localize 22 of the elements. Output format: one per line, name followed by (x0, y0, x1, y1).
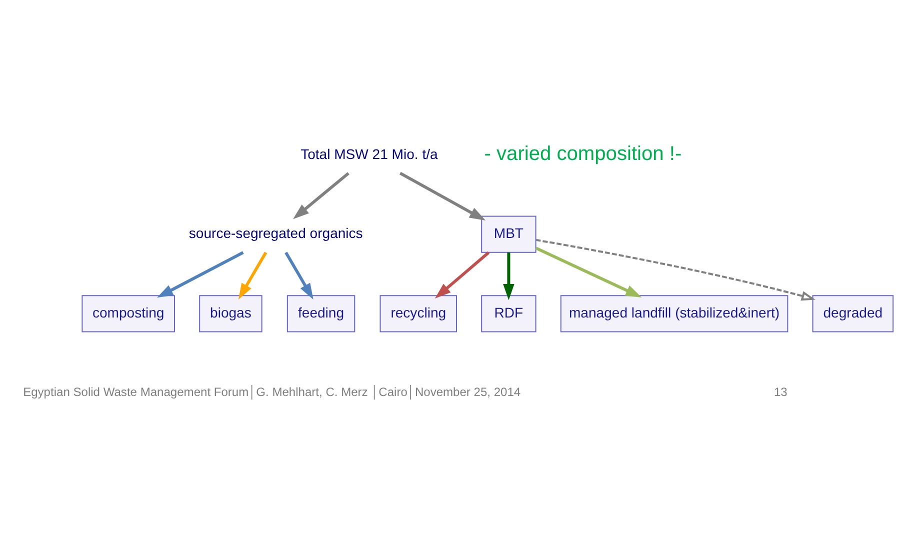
label: - varied composition !- (484, 143, 682, 166)
arrow (535, 246, 642, 298)
node-box: degraded (812, 295, 894, 332)
arrow (536, 238, 816, 301)
arrow (399, 172, 486, 221)
label: 13 (774, 385, 788, 400)
label: Egyptian Solid Waste Management Forum│G. Mehlhart, C. Merz │Cairo│November 25, 2014 (23, 385, 521, 400)
node-box: RDF (481, 295, 536, 332)
node-box: managed landfill (stabilized&inert) (560, 295, 788, 332)
arrow (434, 251, 490, 298)
arrow (156, 251, 244, 298)
node-box: composting (82, 295, 176, 332)
node-text: Total MSW 21 Mio. t/a (300, 146, 438, 162)
node-box: MBT (481, 216, 536, 253)
node-box: biogas (199, 295, 262, 332)
node-box: recycling (380, 295, 458, 332)
node-text: source-segregated organics (188, 225, 363, 242)
arrow (238, 252, 268, 300)
arrow (503, 252, 514, 300)
node-box: feeding (286, 295, 356, 332)
arrow (293, 172, 350, 220)
arrow (284, 252, 314, 300)
